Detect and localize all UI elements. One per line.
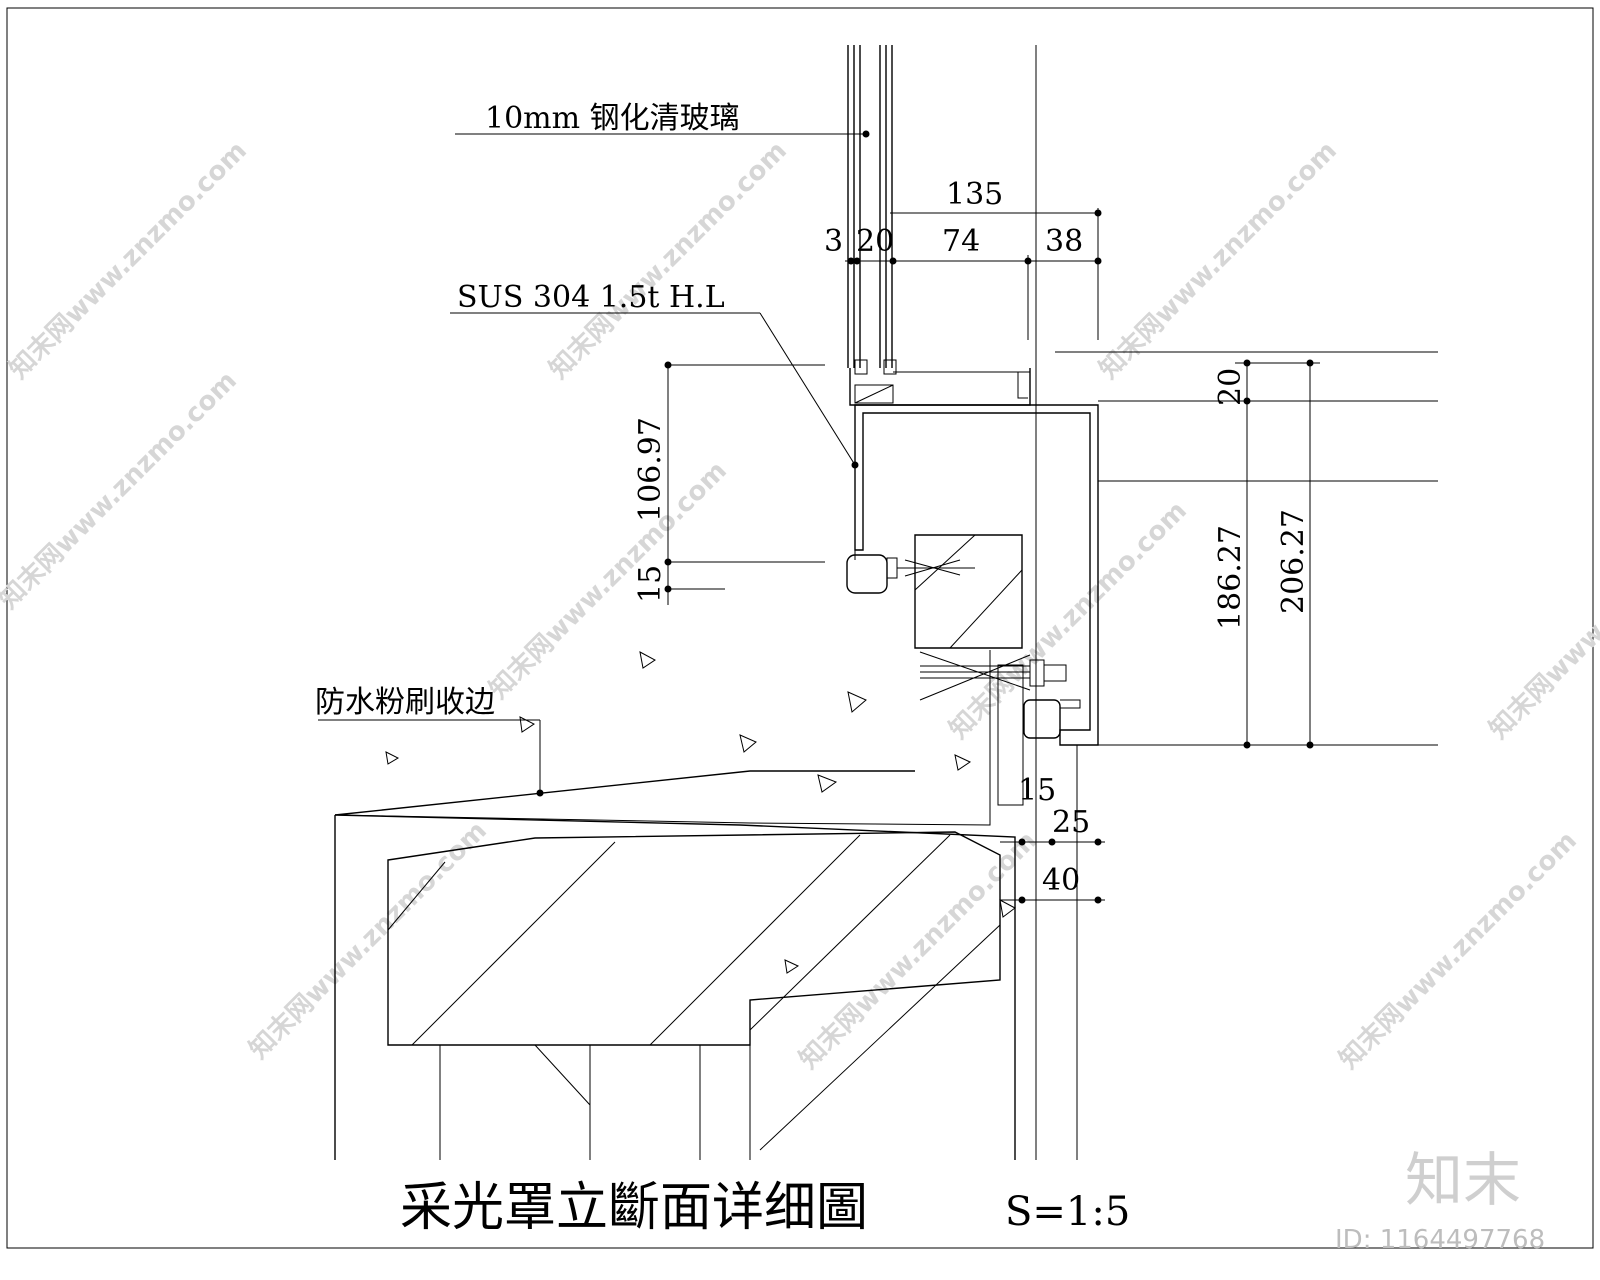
image-id: ID: 1164497768 [1335,1225,1545,1255]
watermark-logo: 知末 ID: 1164497768 [1335,1146,1545,1255]
watermark-layer: 知末网www.znzmo.com 知末网www.znzmo.com 知末网www… [0,136,1600,1075]
logo-text: 知末 [1405,1146,1521,1214]
title-scale: S=1:5 [1005,1189,1130,1235]
glass-label: 10mm 钢化清玻璃 [485,101,740,136]
dim-40-bottom: 40 [1042,863,1080,898]
dim-15-bottom: 15 [1018,773,1056,808]
dim-38: 38 [1045,224,1083,259]
watermark-text: 知末网www.znzmo.com [544,136,793,385]
drawing-border [6,7,1594,1249]
right-dimensions: 20 186.27 206.27 [1213,359,1320,749]
dim-106-97: 106.97 [633,417,668,522]
left-dimensions: 106.97 15 [633,361,825,605]
glass-panes [847,45,1037,410]
dim-74: 74 [942,224,980,259]
watermark-text: 知末网www.znzmo.com [1334,826,1583,1075]
dim-206-27: 206.27 [1276,509,1311,614]
watermark-text: 知末网www.znzmo.com [1484,496,1600,745]
watermark-text: 知末网www.znzmo.com [1094,136,1343,385]
drawing-title: 采光罩立斷面详细圖 S=1:5 [400,1178,1130,1238]
anchor-bolts [886,557,1067,701]
watermark-text: 知末网www.znzmo.com [244,816,493,1065]
title-main: 采光罩立斷面详细圖 [400,1178,868,1238]
waterproof-leader: 防水粉刷收边 [315,685,544,797]
frame-profile [849,351,1438,1160]
dim-15-left: 15 [633,565,668,603]
concrete-block [914,534,1023,649]
watermark-text: 知末网www.znzmo.com [484,456,733,705]
dim-20: 20 [856,224,894,259]
glass-leader: 10mm 钢化清玻璃 [455,101,870,138]
watermark-text: 知末网www.znzmo.com [4,136,253,385]
dim-186-27: 186.27 [1213,525,1248,630]
steel-label: SUS 304 1.5t H.L [457,280,725,315]
top-dimensions: 135 3 20 74 38 [824,177,1102,340]
dim-3: 3 [824,224,843,259]
watermark-text: 知末网www.znzmo.com [0,366,243,615]
dim-135: 135 [946,177,1003,212]
waterproof-label: 防水粉刷收边 [315,685,495,720]
bottom-dimensions: 15 25 40 [1000,773,1105,904]
dim-20-right: 20 [1213,368,1248,406]
parapet-structure [334,651,1016,1160]
steel-leader: SUS 304 1.5t H.L [450,280,859,469]
dim-25-bottom: 25 [1052,805,1090,840]
